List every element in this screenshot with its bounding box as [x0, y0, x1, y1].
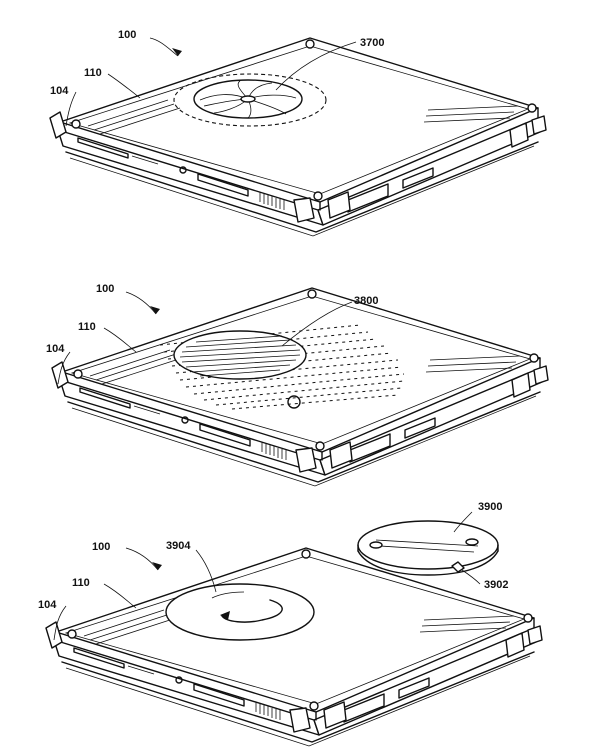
ref-label-edge: 104: [38, 599, 57, 611]
ref-label-cover: 3900: [478, 501, 502, 513]
figure-grille: 100 110 104 3800: [46, 283, 548, 486]
figure-removable-cover: 100 110 104 3904 3900 3902: [38, 501, 542, 746]
leader-100: [150, 38, 178, 56]
ref-label-edge: 104: [50, 85, 69, 97]
cover-hole-left: [370, 542, 382, 548]
ref-label-lid: 110: [78, 321, 96, 333]
ref-label-fan: 3700: [360, 37, 384, 49]
ref-label-grille: 3800: [354, 295, 378, 307]
detached-cover: [358, 521, 498, 575]
ref-label-lid: 110: [72, 577, 90, 589]
ref-label-edge: 104: [46, 343, 65, 355]
ref-label-tab: 3902: [484, 579, 508, 591]
ref-label-device: 100: [118, 29, 136, 41]
ref-label-mount: 3904: [166, 540, 191, 552]
figure-fan: 100 110 104 3700: [50, 29, 546, 236]
cover-hole-right: [466, 539, 478, 545]
ref-label-device: 100: [92, 541, 110, 553]
ref-label-lid: 110: [84, 67, 102, 79]
ref-label-device: 100: [96, 283, 114, 295]
